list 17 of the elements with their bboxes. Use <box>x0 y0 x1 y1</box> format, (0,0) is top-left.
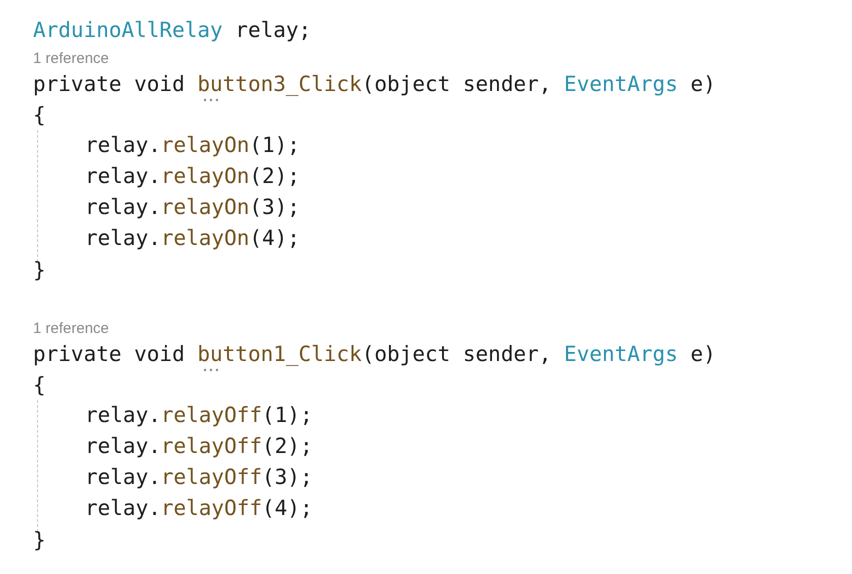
code-line: relay.relayOff(1); <box>85 402 313 428</box>
code-line: relay.relayOff(3); <box>85 464 313 490</box>
code-line: { <box>33 102 46 128</box>
code-line: relay.relayOn(2); <box>85 163 300 189</box>
code-line: relay.relayOn(4); <box>85 225 300 251</box>
code-line: private void button1_Click(object sender, EventArgs e) <box>33 341 716 367</box>
code-line: relay.relayOff(4); <box>85 495 313 521</box>
code-line: relay.relayOn(3); <box>85 194 300 220</box>
code-line: private void button3_Click(object sender, EventArgs e) <box>33 71 716 97</box>
code-line: } <box>33 527 46 553</box>
code-line: relay.relayOn(1); <box>85 132 300 158</box>
code-line: { <box>33 372 46 398</box>
code-line: ArduinoAllRelay relay; <box>33 17 312 43</box>
code-line: relay.relayOff(2); <box>85 433 313 459</box>
reference-hint: 1 reference <box>33 50 109 68</box>
reference-hint: 1 reference <box>33 320 109 338</box>
code-line: } <box>33 257 46 283</box>
